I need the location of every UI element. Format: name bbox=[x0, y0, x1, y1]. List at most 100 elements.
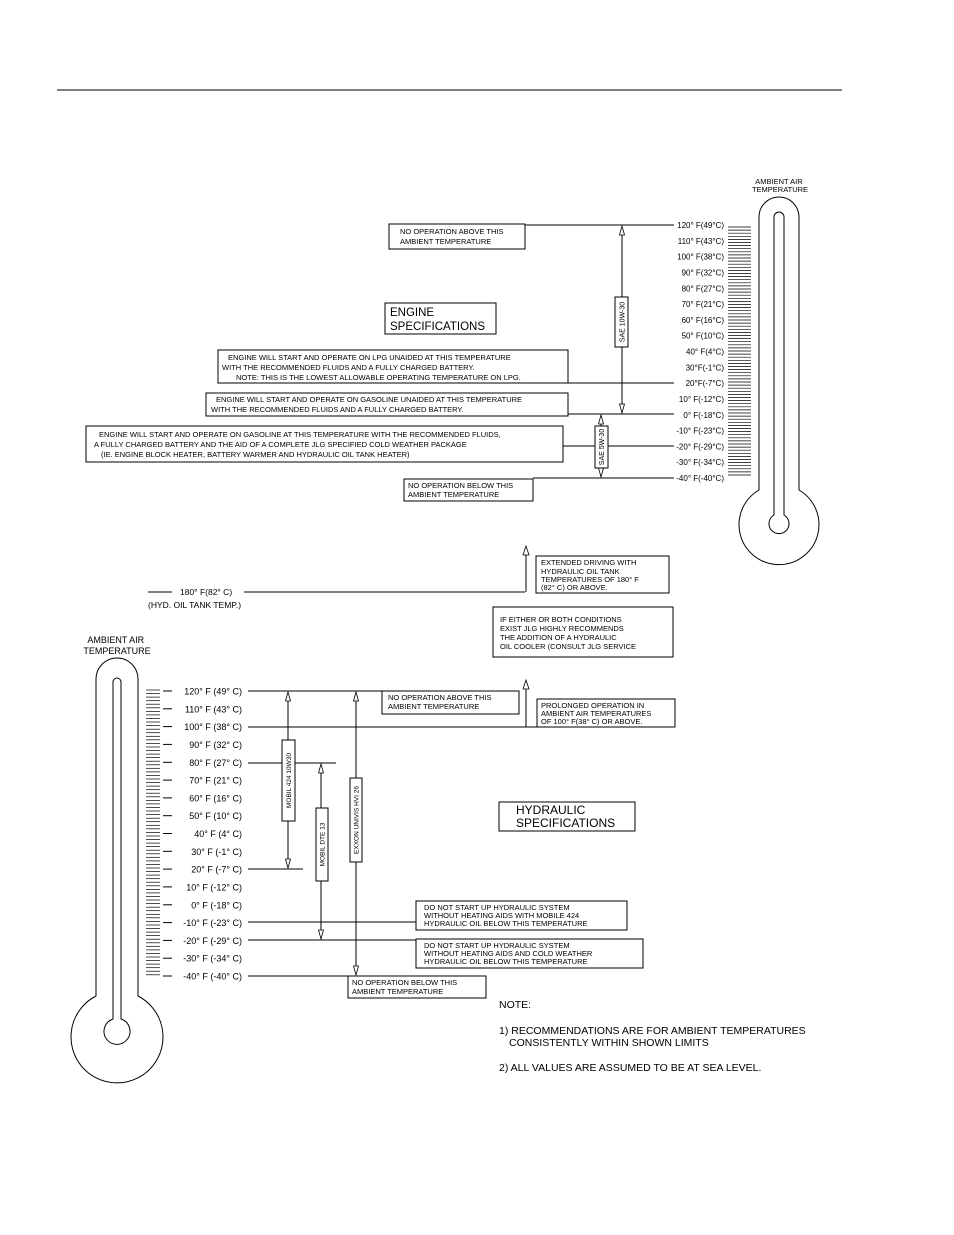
prolonged-operation-3: OF 100° F(38° C) OR ABOVE. bbox=[541, 717, 642, 726]
svg-text:AMBIENT AIR TEMPERATURE: AMBIENT AIR TEMPERATURE bbox=[83, 635, 150, 656]
prolonged-arrow-up bbox=[522, 678, 530, 690]
svg-text:AMBIENT AIR TEMPERATURE: AMBIENT AIR TEMPERATURE bbox=[752, 177, 808, 194]
engine-temperature-label: 30°F(-1°C) bbox=[686, 363, 725, 372]
hydraulic-thermometer-tube bbox=[103, 677, 131, 1045]
svg-text:NO OPERATION BELOW THIS: NO OPERATION BELOW THIS AMBIENT TEMPERAT… bbox=[408, 481, 515, 499]
engine-gasoline-unaided-2: WITH THE RECOMMENDED FLUIDS AND A FULLY … bbox=[211, 405, 464, 414]
hydraulic-temperature-label: 20° F (-7° C) bbox=[191, 865, 242, 875]
svg-text:HYDRAULIC SPECIFICATIONS: HYDRAULIC SPECIFICATIONS bbox=[516, 803, 615, 830]
mobile-424-note-2: WITHOUT HEATING AIDS WITH MOBILE 424 bbox=[424, 911, 579, 920]
engine-temperature-label: 60° F(16°C) bbox=[682, 316, 725, 325]
hydraulic-no-op-above-1: NO OPERATION ABOVE THIS bbox=[388, 693, 492, 702]
cold-weather-note-3: HYDRAULIC OIL BELOW THIS TEMPERATURE bbox=[424, 957, 588, 966]
notes-item-1: 1) RECOMMENDATIONS ARE FOR AMBIENT TEMPE… bbox=[499, 1025, 806, 1037]
engine-gasoline-aided-2: A FULLY CHARGED BATTERY AND THE AID OF A… bbox=[94, 440, 467, 449]
engine-temperature-label: 50° F(10°C) bbox=[682, 332, 725, 341]
engine-gasoline-aided-3: (IE. ENGINE BLOCK HEATER, BATTERY WARMER… bbox=[101, 450, 410, 459]
engine-oil-10w30: SAE 10W-30 bbox=[620, 302, 627, 342]
oil-mobil-424: MOBIL 424 10W30 bbox=[286, 753, 293, 808]
hydraulic-temperature-label: -10° F (-23° C) bbox=[183, 918, 242, 928]
engine-temperature-label: 100° F(38°C) bbox=[677, 253, 724, 262]
engine-no-op-above-2: AMBIENT TEMPERATURE bbox=[400, 237, 491, 246]
engine-10w30-arrow-up bbox=[618, 224, 626, 236]
oil-cooler-4: OIL COOLER (CONSULT JLG SERVICE bbox=[500, 642, 636, 651]
oil-mobil-dte: MOBIL DTE 13 bbox=[320, 822, 327, 866]
engine-temperature-label: -10° F(-23°C) bbox=[676, 427, 724, 436]
extended-driving-1: EXTENDED DRIVING WITH bbox=[541, 558, 636, 567]
mobil-dte-arrow-down bbox=[317, 929, 325, 941]
hydraulic-temperature-label: 100° F (38° C) bbox=[184, 722, 242, 732]
oil-exxon: EXXON UNIVIS HVI 26 bbox=[354, 786, 361, 854]
cold-weather-note-2: WITHOUT HEATING AIDS AND COLD WEATHER bbox=[424, 949, 593, 958]
engine-lpg-note-3: NOTE: THIS IS THE LOWEST ALLOWABLE OPERA… bbox=[236, 373, 521, 382]
prolonged-operation-2: AMBIENT AIR TEMPERATURES bbox=[541, 709, 651, 718]
hydraulic-temperature-label: 120° F (49° C) bbox=[184, 687, 242, 697]
svg-text:ENGINE SPECIFICATIONS: ENGINE SPECIFICATIONS bbox=[390, 307, 485, 333]
cold-weather-note-1: DO NOT START UP HYDRAULIC SYSTEM bbox=[424, 941, 570, 950]
engine-no-op-below-2: AMBIENT TEMPERATURE bbox=[408, 490, 499, 499]
engine-temperature-label: -20° F(-29°C) bbox=[676, 442, 724, 451]
hydraulic-thermometer bbox=[70, 657, 164, 1084]
prolonged-operation-1: PROLONGED OPERATION IN bbox=[541, 701, 644, 710]
hydraulic-no-op-below-1: NO OPERATION BELOW THIS bbox=[352, 978, 457, 987]
engine-thermometer-title-1: AMBIENT AIR bbox=[755, 177, 803, 186]
engine-spec-title-2: SPECIFICATIONS bbox=[390, 321, 485, 333]
hydraulic-spec-title-2: SPECIFICATIONS bbox=[516, 816, 615, 830]
notes-heading: NOTE: bbox=[499, 999, 531, 1011]
svg-text:ENGINE WILL START AND OPERATE: ENGINE WILL START AND OPERATE ON GASOLIN… bbox=[211, 395, 524, 414]
engine-temperature-label: 10° F(-12°C) bbox=[679, 395, 724, 404]
engine-5w30-arrow-down bbox=[597, 467, 605, 479]
engine-temperature-label: 110° F(43°C) bbox=[678, 237, 725, 246]
engine-10w30-arrow-down bbox=[618, 403, 626, 415]
notes-item-1-cont: CONSISTENTLY WITHIN SHOWN LIMITS bbox=[509, 1037, 709, 1049]
extended-driving-4: (82° C) OR ABOVE. bbox=[541, 583, 608, 592]
hydraulic-temperature-label: 90° F (32° C) bbox=[189, 740, 242, 750]
hydraulic-temperature-label: 50° F (10° C) bbox=[189, 811, 242, 821]
engine-temperature-label: -30° F(-34°C) bbox=[676, 458, 724, 467]
engine-oil-5w30: SAE 5W-30 bbox=[599, 429, 606, 466]
engine-temperature-label: 20°F(-7°C) bbox=[686, 379, 725, 388]
engine-section: AMBIENT AIR TEMPERATURE 120° F(49°C)110°… bbox=[85, 177, 820, 566]
engine-temperature-label: 70° F(21°C) bbox=[682, 300, 725, 309]
svg-text:DO NOT START UP HYDRAULIC SYST: DO NOT START UP HYDRAULIC SYSTEM WITHOUT… bbox=[424, 903, 588, 928]
hydraulic-temperature-label: 80° F (27° C) bbox=[189, 758, 242, 768]
engine-lpg-note-2: WITH THE RECOMMENDED FLUIDS AND A FULLY … bbox=[222, 363, 475, 372]
mobil-424-arrow-down bbox=[284, 858, 292, 870]
exxon-arrow-down bbox=[352, 965, 360, 977]
hydraulic-thermometer-title-2: TEMPERATURE bbox=[83, 646, 150, 656]
oil-cooler-2: EXIST JLG HIGHLY RECOMMENDS bbox=[500, 624, 624, 633]
hydraulic-temperature-label: 10° F (-12° C) bbox=[186, 882, 242, 892]
extended-driving-3: TEMPERATURES OF 180° F bbox=[541, 575, 639, 584]
tank-temp-arrow-up bbox=[522, 544, 530, 556]
svg-text:DO NOT START UP HYDRAULIC SYST: DO NOT START UP HYDRAULIC SYSTEM WITHOUT… bbox=[424, 941, 594, 966]
engine-temperature-labels: 120° F(49°C)110° F(43°C)100° F(38°C)90° … bbox=[676, 221, 724, 483]
notes: NOTE: 1) RECOMMENDATIONS ARE FOR AMBIENT… bbox=[499, 999, 806, 1074]
mobile-424-note-1: DO NOT START UP HYDRAULIC SYSTEM bbox=[424, 903, 570, 912]
engine-gasoline-aided-1: ENGINE WILL START AND OPERATE ON GASOLIN… bbox=[99, 430, 501, 439]
hydraulic-spec-title-1: HYDRAULIC bbox=[516, 803, 586, 817]
mobil-dte-arrow-up bbox=[317, 762, 325, 774]
engine-5w30-arrow-up bbox=[597, 413, 605, 425]
svg-text:ENGINE WILL START AND OPERATE: ENGINE WILL START AND OPERATE ON GASOLIN… bbox=[94, 430, 503, 459]
engine-temperature-label: 80° F(27°C) bbox=[682, 284, 725, 293]
hydraulic-thermometer-title-1: AMBIENT AIR bbox=[87, 635, 144, 645]
hydraulic-no-op-below-2: AMBIENT TEMPERATURE bbox=[352, 987, 443, 996]
mobil-424-arrow-up bbox=[284, 690, 292, 702]
engine-scale-ticks bbox=[728, 226, 751, 476]
svg-text:ENGINE WILL START AND OPERATE: ENGINE WILL START AND OPERATE ON LPG UNA… bbox=[222, 353, 521, 382]
svg-text:NO OPERATION ABOVE THIS: NO OPERATION ABOVE THIS AMBIENT TEMPERAT… bbox=[400, 227, 506, 246]
hydraulic-temperature-label: -20° F (-29° C) bbox=[183, 936, 242, 946]
svg-text:PROLONGED OPERATION IN A: PROLONGED OPERATION IN AMBIENT AIR TEMPE… bbox=[541, 701, 654, 726]
engine-spec-title-1: ENGINE bbox=[390, 307, 434, 319]
engine-temperature-label: 40° F(4°C) bbox=[686, 348, 724, 357]
engine-lpg-note-1: ENGINE WILL START AND OPERATE ON LPG UNA… bbox=[228, 353, 511, 362]
oil-cooler-1: IF EITHER OR BOTH CONDITIONS bbox=[500, 615, 622, 624]
exxon-arrow-up bbox=[352, 690, 360, 702]
hydraulic-section: AMBIENT AIR TEMPERATURE 120° F (49° C) 11… bbox=[70, 544, 676, 1084]
hydraulic-temperature-label: 110° F (43° C) bbox=[185, 704, 242, 714]
engine-temperature-label: 90° F(32°C) bbox=[682, 268, 725, 277]
engine-temperature-label: -40° F(-40°C) bbox=[676, 474, 724, 483]
hydraulic-temperature-label: -40° F (-40° C) bbox=[183, 972, 242, 982]
engine-temperature-label: 0° F(-18°C) bbox=[683, 411, 724, 420]
